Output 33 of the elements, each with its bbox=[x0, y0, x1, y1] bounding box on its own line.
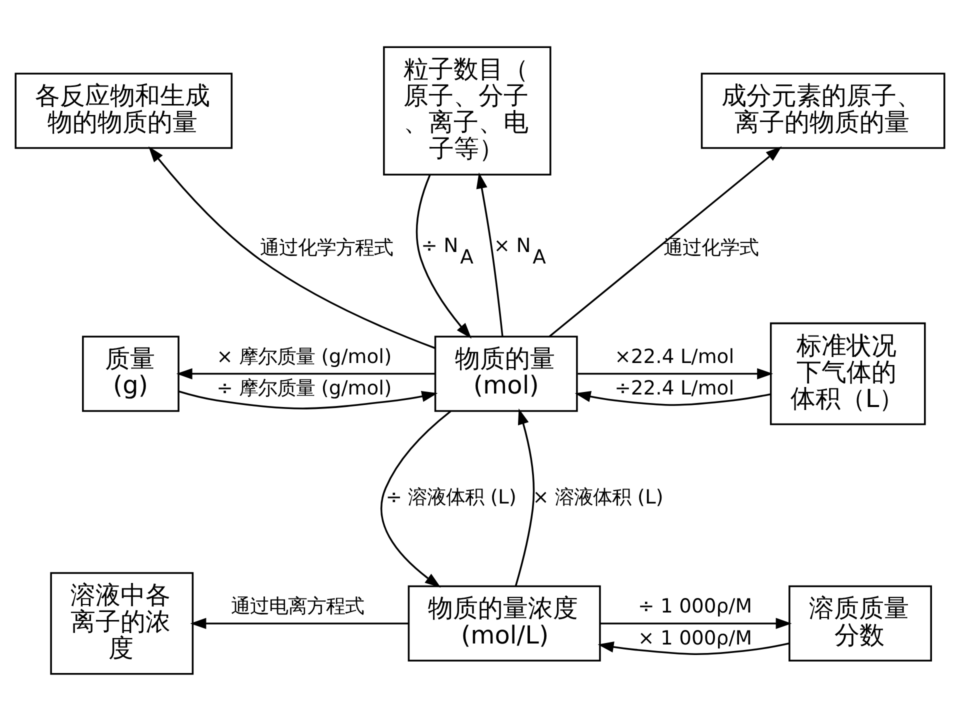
node-box: 物质的量浓度(mol/L) bbox=[408, 584, 601, 662]
edge-label: ×22.4 L/mol bbox=[614, 344, 734, 368]
edge-label: ÷ 1 000ρ/M bbox=[638, 594, 752, 617]
edge-label: ÷ 溶液体积 (L) bbox=[386, 485, 516, 508]
node-box: 溶液中各离子的浓度 bbox=[50, 572, 194, 674]
arrow bbox=[380, 410, 452, 588]
node-box: 各反应物和生成物的物质的量 bbox=[14, 72, 233, 148]
arrow bbox=[574, 390, 771, 406]
edge-label: × 溶液体积 (L) bbox=[532, 485, 664, 508]
edge-label: 通过化学方程式 bbox=[260, 235, 393, 258]
node-box: 物质的量(mol) bbox=[434, 335, 578, 412]
node-box: 成分元素的原子、离子的物质的量 bbox=[700, 72, 946, 148]
arrow bbox=[176, 368, 435, 379]
arrow bbox=[178, 390, 438, 409]
edge-label: ÷ 摩尔质量 (g/mol) bbox=[216, 376, 392, 400]
arrow bbox=[476, 172, 504, 336]
arrow bbox=[148, 146, 436, 348]
arrow bbox=[514, 408, 535, 586]
node-box: 标准状况下气体的体积（L） bbox=[770, 322, 926, 425]
arrow bbox=[600, 617, 792, 629]
arrow bbox=[190, 617, 408, 629]
arrow bbox=[416, 174, 472, 338]
arrow bbox=[548, 146, 782, 337]
arrow bbox=[598, 640, 790, 654]
node-box: 粒子数目（原子、分子、离子、电子等） bbox=[383, 46, 552, 175]
edge-label: 通过电离方程式 bbox=[230, 594, 364, 617]
node-box: 质量(g) bbox=[82, 335, 180, 412]
edge-label: 通过化学式 bbox=[664, 235, 759, 258]
edge-label: × 1 000ρ/M bbox=[638, 626, 752, 649]
node-box: 溶质质量分数 bbox=[788, 584, 932, 662]
arrow bbox=[578, 368, 774, 379]
edge-label: ÷22.4 L/mol bbox=[614, 376, 734, 400]
edge-label: × 摩尔质量 (g/mol) bbox=[216, 344, 392, 368]
